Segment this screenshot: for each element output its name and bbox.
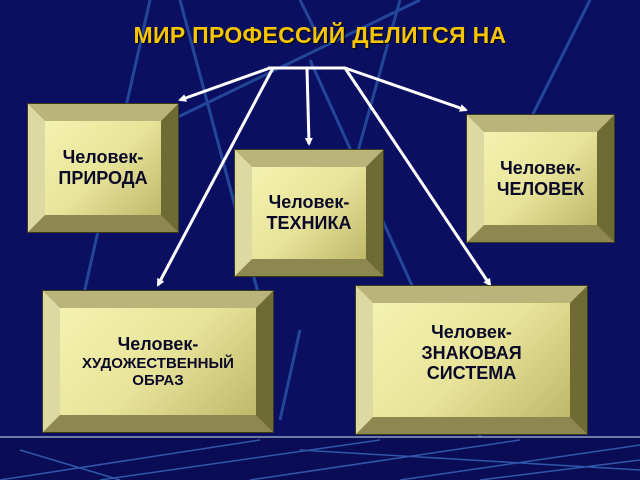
box-line1: Человек- bbox=[431, 321, 512, 342]
box-chelovek-tekhnika: Человек-ТЕХНИКА bbox=[234, 149, 384, 277]
box-line2: ХУДОЖЕСТВЕННЫЙ bbox=[82, 354, 234, 372]
box-line1: Человек- bbox=[268, 192, 350, 213]
arrow-to-tekhnika bbox=[304, 67, 313, 146]
box-line2: ЗНАКОВАЯ bbox=[421, 342, 522, 363]
slide-title: МИР ПРОФЕССИЙ ДЕЛИТСЯ НА bbox=[133, 22, 507, 48]
box-line3: СИСТЕМА bbox=[426, 363, 517, 384]
arrow-to-priroda bbox=[178, 66, 271, 102]
box-line3: ОБРАЗ bbox=[132, 371, 184, 389]
box-line2: ТЕХНИКА bbox=[266, 213, 352, 233]
box-line1: Человек- bbox=[117, 333, 199, 354]
box-line2: ПРИРОДА bbox=[58, 168, 148, 188]
box-chelovek-chelovek: Человек-ЧЕЛОВЕК bbox=[466, 114, 615, 243]
arrow-to-khudozhestvenny bbox=[156, 67, 275, 287]
box-line1: Человек- bbox=[62, 147, 144, 168]
arrow-to-chelovek bbox=[344, 66, 468, 112]
arrow-to-znakovaya bbox=[343, 67, 492, 287]
box-line1: Человек- bbox=[500, 157, 581, 178]
box-line2: ЧЕЛОВЕК bbox=[496, 178, 585, 199]
box-chelovek-priroda: Человек-ПРИРОДА bbox=[27, 103, 179, 233]
